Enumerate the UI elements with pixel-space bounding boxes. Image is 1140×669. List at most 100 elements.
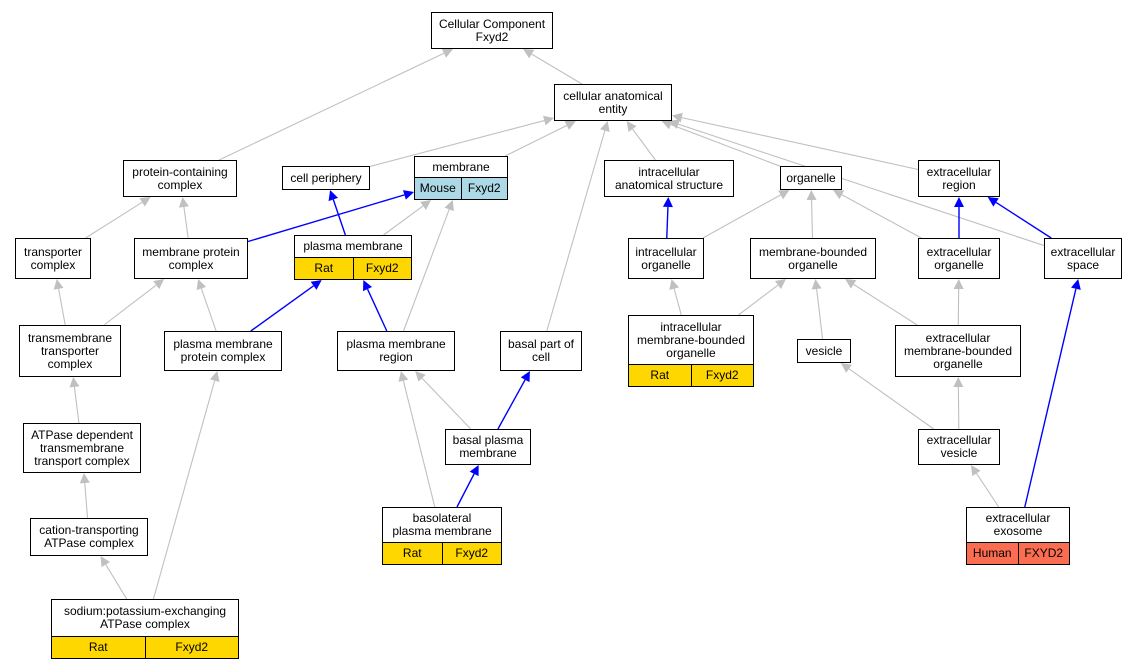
edge-basal_pm-to-basal_part [497,379,526,430]
arrowhead [987,197,999,207]
term-node-extracellular-region[interactable]: extracellular region [918,160,1000,197]
term-node-imbo[interactable]: intracellular membrane-bounded organelle… [628,315,754,387]
annotation-species: Rat [314,261,334,275]
annotation-species: Rat [650,368,670,382]
arrowhead [840,363,852,373]
arrowhead [523,49,535,59]
term-node-basal-pm[interactable]: basal plasma membrane [445,429,531,465]
term-node-transporter-complex[interactable]: transporter complex [15,238,91,279]
term-node-pm-region[interactable]: plasma membrane region [337,331,455,371]
arrowhead [520,371,530,383]
term-node-nak-atpase[interactable]: sodium:potassium-exchanging ATPase compl… [51,599,239,659]
annotation-species: Mouse [419,181,456,195]
edge-imbo-to-intracellular_organelle [673,288,682,316]
edge-nak_atpase-to-cation_atpase [105,564,128,600]
term-node-membrane-protein-complex[interactable]: membrane protein complex [134,238,248,279]
edge-vesicle-to-mbo [816,288,824,340]
term-label: intracellular membrane-bounded organelle [636,319,746,360]
term-node-organelle[interactable]: organelle [780,166,842,190]
term-node-tmtc[interactable]: transmembrane transporter complex [19,325,121,377]
term-node-pcc[interactable]: protein-containing complex [123,160,237,197]
annotation-gene: FXYD2 [1017,543,1070,564]
edge-intracellular_organelle-to-ias [666,206,669,239]
arrowhead [543,115,554,126]
arrowhead [420,200,432,210]
term-label: extracellular space [1050,244,1116,272]
term-label: extracellular vesicle [926,433,992,460]
arrowhead [153,279,165,290]
term-node-mbo[interactable]: membrane-bounded organelle [750,238,876,279]
edge-embo-to-mbo [853,283,918,326]
edge-organelle-to-cae [670,124,781,167]
term-label: plasma membrane [303,239,403,253]
annotation-species: Rat [88,640,108,654]
edge-ias-to-cae [632,128,656,161]
term-label: cellular anatomical entity [563,88,663,116]
term-node-embo[interactable]: extracellular membrane-bounded organelle [895,325,1021,377]
arrowhead [668,119,680,129]
arrowhead [328,190,339,202]
term-node-vesicle[interactable]: vesicle [797,339,851,363]
arrowhead [100,556,111,568]
edge-cae-to-cc_fxyd2 [531,53,583,85]
edge-plasma_membrane-to-membrane [383,205,424,236]
arrowhead [564,120,576,130]
edge-basolateral_pm-to-pm_region [402,380,436,508]
arrowhead [778,190,790,200]
edge-transporter_complex-to-pcc [85,201,143,239]
term-node-cae[interactable]: cellular anatomical entity [554,84,672,121]
arrowhead [953,279,964,290]
term-label: intracellular anatomical structure [614,164,724,192]
arrowhead [139,197,151,207]
annotation-row: Rat Fxyd2 [295,257,411,279]
arrowhead [811,279,822,290]
edge-extracellular_organelle-to-organelle [841,194,922,239]
edge-cell_periphery-to-cae [369,120,545,167]
edge-pm_region-to-membrane [402,209,450,332]
edge-membrane-to-cae [505,124,568,157]
term-node-basal-part[interactable]: basal part of cell [500,331,582,371]
term-node-cation-atpase[interactable]: cation-transporting ATPase complex [30,518,148,556]
term-node-intracellular-organelle[interactable]: intracellular organelle [628,238,704,279]
arrowhead [833,190,845,200]
edge-pm_region-to-plasma_membrane [366,288,388,332]
edge-membrane_protein_complex-to-pcc [183,206,189,239]
arrowhead [672,112,683,123]
edge-tmtc-to-membrane_protein_complex [103,284,157,326]
edge-atpase_dep-to-tmtc [73,386,80,424]
term-node-cell-periphery[interactable]: cell periphery [282,166,370,190]
arrowhead [600,121,610,132]
term-node-extracellular-organelle[interactable]: extracellular organelle [918,238,1000,279]
arrowhead [402,190,414,200]
edge-mbo-to-organelle [810,199,814,239]
annotation-species: Rat [402,546,422,560]
arrowhead [310,280,322,290]
term-label: extracellular membrane-bounded organelle [903,330,1013,371]
term-node-cc-fxyd2[interactable]: Cellular Component Fxyd2 [431,12,553,49]
term-label: organelle [786,170,836,185]
term-node-ias[interactable]: intracellular anatomical structure [604,160,734,197]
term-label: intracellular organelle [635,244,697,272]
term-label: basal plasma membrane [452,433,524,460]
arrowhead [661,119,673,130]
term-node-ev[interactable]: extracellular vesicle [918,429,1000,465]
term-node-pmpc[interactable]: plasma membrane protein complex [164,331,282,371]
arrowhead [626,121,637,133]
annotation-gene: Fxyd2 [690,365,754,386]
term-label: transporter complex [23,244,83,272]
term-node-extracellular-space[interactable]: extracellular space [1044,238,1122,279]
arrowhead [178,197,189,208]
arrowhead [669,279,679,290]
annotation-gene: Fxyd2 [352,258,412,279]
arrowhead [662,197,673,208]
edge-basal_part-to-cae [546,130,606,332]
term-node-atpase-dep[interactable]: ATPase dependent transmembrane transport… [23,423,141,473]
term-label: extracellular organelle [926,244,992,272]
